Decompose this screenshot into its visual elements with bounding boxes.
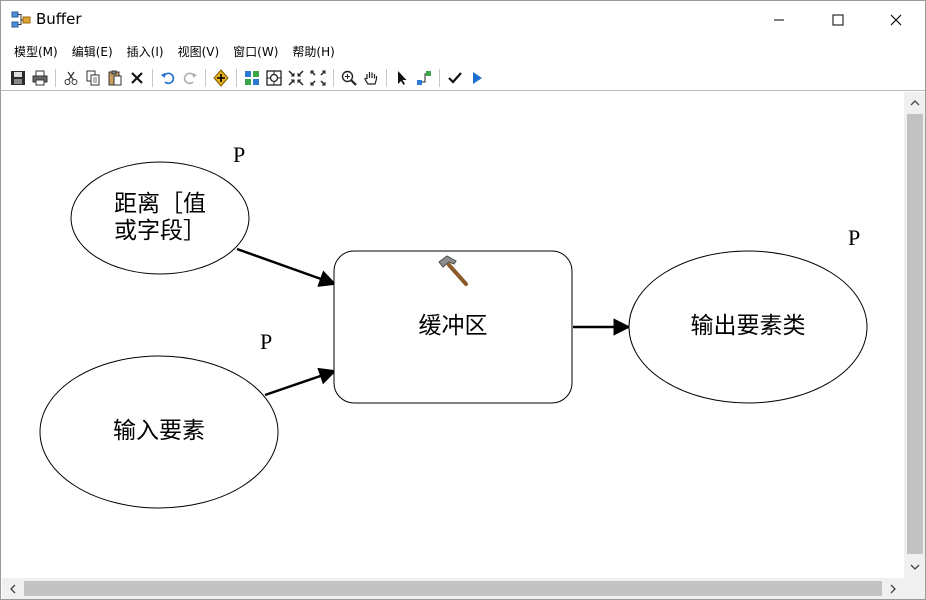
undo-button[interactable] [158,68,178,88]
delete-icon [131,71,143,84]
distance-parameter-marker: P [233,142,246,167]
menu-window[interactable]: 窗口(W) [233,44,279,59]
zoom-out-fixed-icon [310,69,326,86]
connect-icon [417,70,431,85]
copy-icon [86,70,100,85]
buffer-tool-node[interactable] [333,250,573,404]
copy-button[interactable] [83,68,103,88]
distance-node-label: 距离［值 或字段］ [90,191,230,245]
input-parameter-marker: P [260,329,273,354]
menu-view[interactable]: 视图(V) [177,44,220,59]
chevron-right-icon [890,584,896,594]
connector-distance-to-buffer[interactable] [236,247,337,287]
run-button[interactable] [467,68,487,88]
distance-variable-node[interactable] [70,161,250,275]
auto-layout-button[interactable] [242,68,262,88]
distance-label-line1: 距离［值 [114,191,206,217]
toolbar-separator [439,68,440,87]
horizontal-scrollbar[interactable] [2,578,904,599]
toolbar-separator [236,68,237,87]
save-button[interactable] [8,68,28,88]
save-icon [11,70,25,85]
menu-edit[interactable]: 编辑(E) [71,44,113,59]
zoom-button[interactable] [339,68,359,88]
zoom-icon [341,70,357,86]
buffer-tool-label: 缓冲区 [418,313,488,339]
output-feature-class-node[interactable] [628,250,868,404]
model-canvas[interactable]: 距离［值 或字段］ 输入要素 缓冲区 输出要素类 P P P [2,92,904,578]
zoom-out-fixed-button[interactable] [308,68,328,88]
redo-button[interactable] [180,68,200,88]
minimize-button[interactable] [750,1,808,39]
toolbar-separator [55,68,56,87]
scrollbar-corner [904,578,925,599]
connect-button[interactable] [414,68,434,88]
hammer-icon [438,255,468,286]
print-button[interactable] [30,68,50,88]
connector-input-to-buffer[interactable] [264,367,337,397]
window-title: Buffer [36,10,82,28]
validate-button[interactable] [445,68,465,88]
auto-layout-icon [245,70,259,85]
undo-icon [161,72,175,84]
full-extent-icon [266,69,282,86]
chevron-down-icon [910,564,920,570]
distance-label-line2: 或字段］ [114,218,206,244]
toolbar-separator [333,68,334,87]
paste-icon [108,70,122,85]
toolbar-separator [205,68,206,87]
delete-button[interactable] [127,68,147,88]
add-data-button[interactable] [211,68,231,88]
horizontal-scroll-thumb[interactable] [24,581,882,596]
zoom-in-fixed-button[interactable] [286,68,306,88]
chevron-left-icon [10,584,16,594]
maximize-icon [832,14,844,26]
close-button[interactable] [867,1,925,39]
scroll-right-button[interactable] [884,580,902,598]
model-builder-app-icon [11,10,31,30]
toolbar [1,65,925,91]
scroll-down-button[interactable] [906,558,924,576]
output-parameter-marker: P [848,225,861,250]
cut-icon [64,71,78,85]
full-extent-button[interactable] [264,68,284,88]
chevron-up-icon [910,100,920,106]
redo-icon [183,72,197,84]
cut-button[interactable] [61,68,81,88]
output-node-label: 输出要素类 [690,313,806,339]
input-node-label: 输入要素 [113,418,205,444]
scroll-up-button[interactable] [906,94,924,112]
menu-model[interactable]: 模型(M) [14,44,58,59]
title-bar[interactable]: Buffer [1,1,925,39]
pan-button[interactable] [361,68,381,88]
pan-icon [364,71,378,85]
print-icon [32,70,48,85]
paste-button[interactable] [105,68,125,88]
zoom-in-fixed-icon [288,69,304,86]
scroll-left-button[interactable] [4,580,22,598]
vertical-scrollbar[interactable] [904,92,925,578]
select-icon [398,70,407,85]
select-button[interactable] [392,68,412,88]
menu-bar: 模型(M) 编辑(E) 插入(I) 视图(V) 窗口(W) 帮助(H) [1,39,925,63]
maximize-button[interactable] [809,1,867,39]
menu-help[interactable]: 帮助(H) [292,44,335,59]
menu-insert[interactable]: 插入(I) [126,44,164,59]
add-data-icon [213,68,229,87]
model-diagram [39,161,868,509]
vertical-scroll-thumb[interactable] [907,114,923,554]
run-icon [473,71,482,84]
validate-icon [448,71,462,84]
minimize-icon [774,19,784,21]
toolbar-separator [152,68,153,87]
input-features-node[interactable] [39,355,279,509]
close-icon [890,14,902,26]
toolbar-separator [386,68,387,87]
